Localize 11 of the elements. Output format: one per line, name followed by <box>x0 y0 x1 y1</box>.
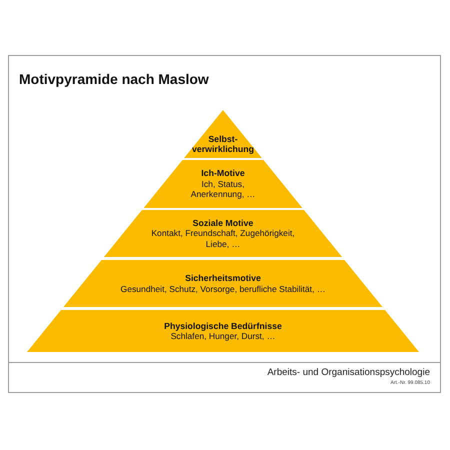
band-text: Schlafen, Hunger, Durst, … <box>170 331 276 342</box>
band-heading: Ich-Motive <box>201 168 245 179</box>
band-text: Ich, Status, Anerkennung, … <box>190 178 256 200</box>
footer-text: Arbeits- und Organisationspsychologie <box>267 367 430 378</box>
band-heading: Sicherheitsmotive <box>185 273 261 284</box>
band-heading: Selbst- verwirklichung <box>190 134 256 155</box>
title: Motivpyramide nach Maslow <box>19 71 209 87</box>
band-text: Gesundheit, Schutz, Vorsorge, berufliche Stabilität, … <box>120 284 326 294</box>
band-heading: Physiologische Bedürfnisse <box>164 320 282 332</box>
band-text: Kontakt, Freundschaft, Zugehörigkeit, Liebe, … <box>150 228 296 250</box>
band-heading: Soziale Motive <box>192 218 254 228</box>
